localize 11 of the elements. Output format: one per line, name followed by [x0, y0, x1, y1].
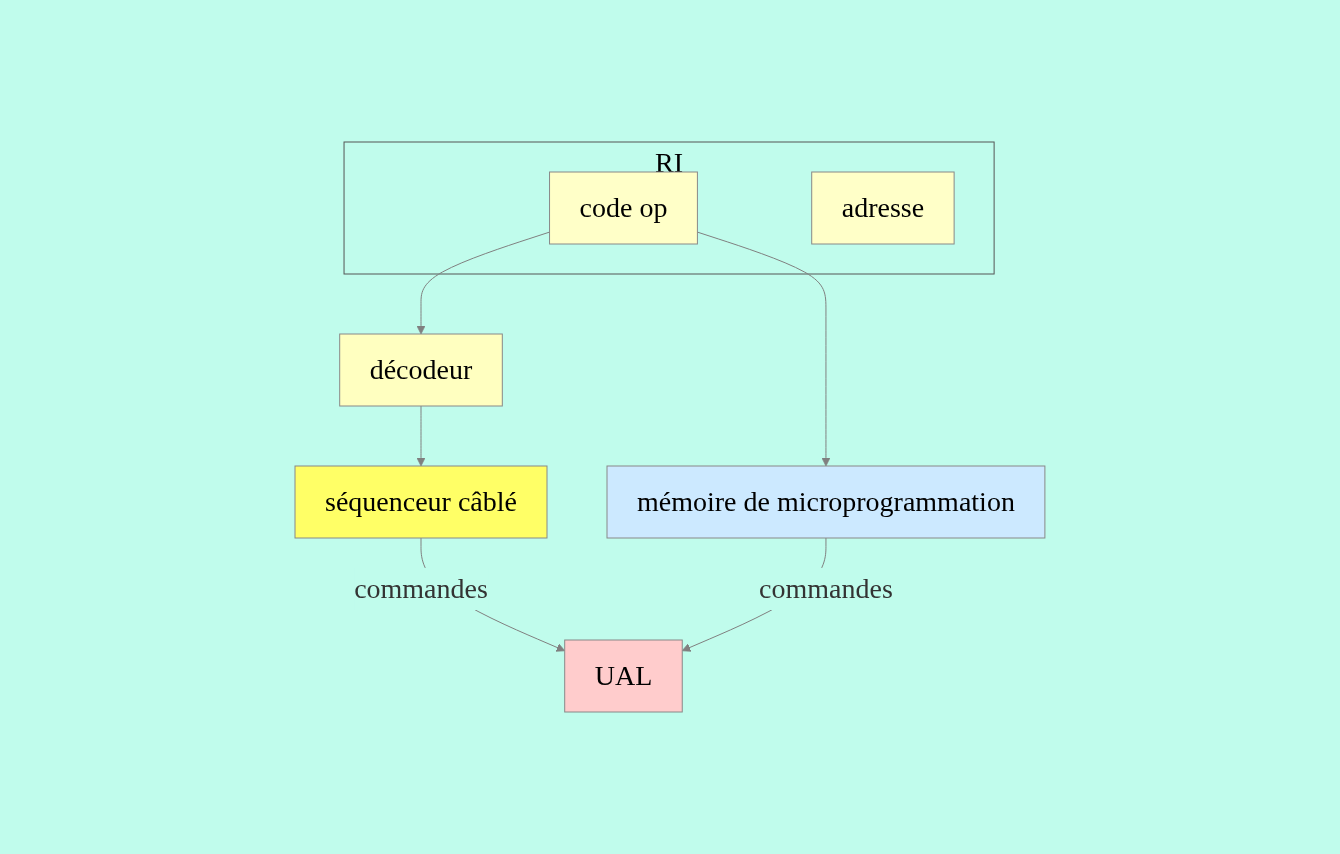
node-box: UAL [564, 639, 683, 713]
node-box: adresse [811, 171, 955, 245]
node-box: séquenceur câblé [294, 465, 548, 539]
edge-label: commandes [354, 573, 488, 604]
arrow [416, 405, 426, 467]
arrow [416, 231, 551, 335]
node-box: code op [549, 171, 698, 245]
edge-label: commandes [759, 573, 893, 604]
node-box: mémoire de microprogrammation [606, 465, 1046, 539]
arrow [696, 231, 831, 467]
node-box: décodeur [339, 333, 503, 407]
